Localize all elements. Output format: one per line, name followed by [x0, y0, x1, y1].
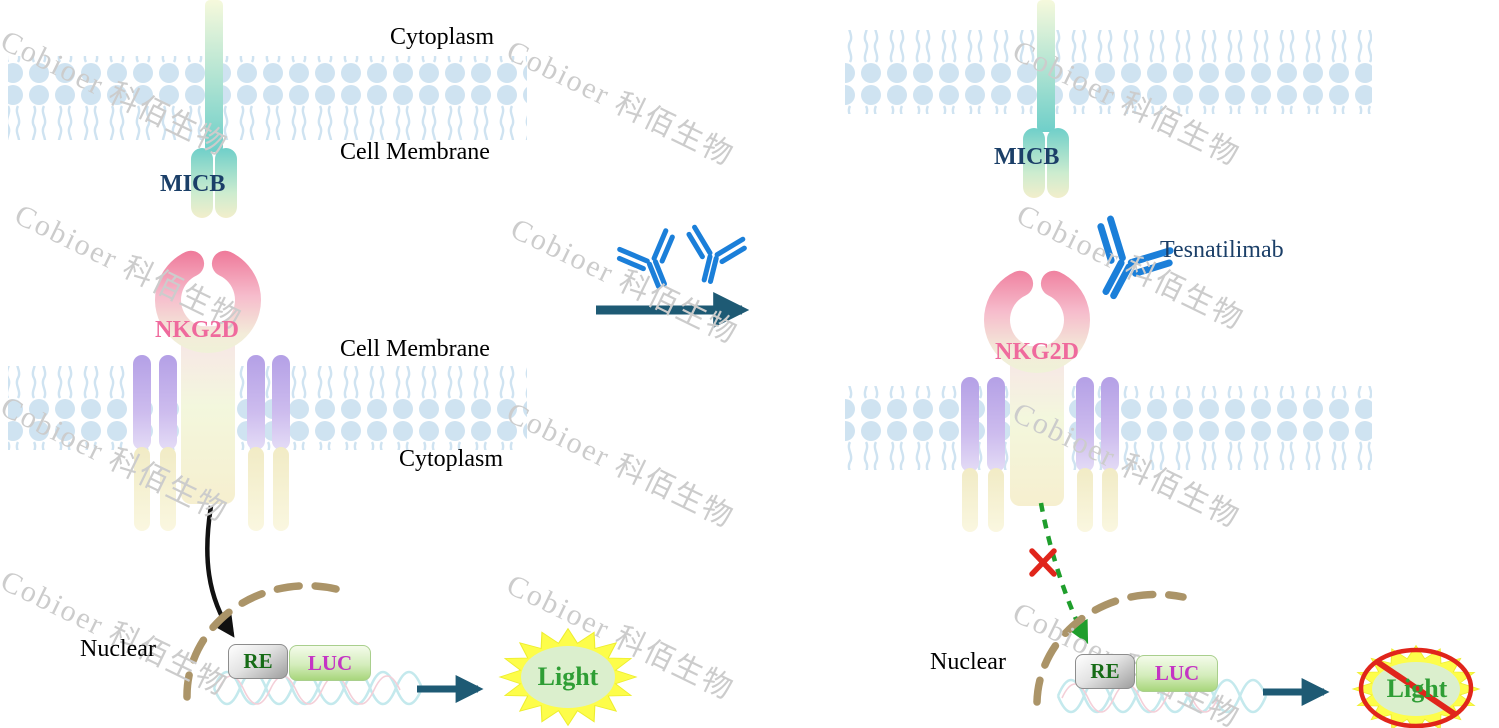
nkg2d-receptor: [133, 250, 290, 531]
intracellular-tail: [988, 468, 1004, 532]
intracellular-tail: [962, 468, 978, 532]
intracellular-tail: [160, 447, 176, 531]
cytoplasm-top-label: Cytoplasm: [390, 24, 495, 50]
receptor-cup: [155, 250, 261, 353]
transmembrane-helix: [1101, 377, 1119, 472]
transmembrane-helix: [961, 377, 979, 472]
antibody-icon: [679, 226, 746, 287]
transmembrane-helix: [272, 355, 290, 450]
cell-membrane-top-left: [8, 56, 527, 140]
micb-ligand: [1023, 0, 1069, 198]
cell-membrane-top-right: [845, 30, 1372, 114]
tesnatilimab-label: Tesnatilimab: [1160, 237, 1284, 263]
light-label: Light: [1386, 674, 1448, 703]
intracellular-tail: [1102, 468, 1118, 532]
signal-arrow: [205, 505, 235, 638]
nkg2d-label: NKG2D: [995, 339, 1079, 365]
luc-box: LUC: [289, 645, 371, 681]
micb-label: MICB: [160, 171, 226, 197]
tesnatilimab-antibody-icon: [1075, 217, 1175, 312]
nkg2d-label: NKG2D: [155, 317, 239, 343]
light-label: Light: [537, 662, 599, 691]
blocked-x-icon: [1029, 548, 1057, 577]
cell-membrane-bottom-left: [8, 366, 527, 450]
transmembrane-helix: [987, 377, 1005, 472]
micb-label: MICB: [994, 144, 1060, 170]
intracellular-tail: [273, 447, 289, 531]
intracellular-tail: [134, 447, 150, 531]
antibody-icon: [616, 229, 687, 296]
cell-membrane-top-label: Cell Membrane: [340, 139, 490, 165]
nuclear-membrane-arc: [1033, 590, 1187, 706]
cytoplasm-bottom-label: Cytoplasm: [399, 446, 504, 472]
light-starburst: [499, 628, 637, 726]
transmembrane-helix: [159, 355, 177, 450]
receptor-cup: [984, 270, 1090, 373]
re-box: RE: [1075, 654, 1135, 689]
blocked-signal-arrow: [1038, 502, 1089, 644]
nuclear-label: Nuclear: [80, 636, 156, 662]
re-box: RE: [228, 644, 288, 679]
transmembrane-helix: [247, 355, 265, 450]
transmembrane-helix: [1076, 377, 1094, 472]
nkg2d-receptor: [961, 270, 1119, 532]
transmembrane-helix: [133, 355, 151, 450]
cell-membrane-bottom-label: Cell Membrane: [340, 336, 490, 362]
nuclear-label: Nuclear: [930, 649, 1006, 675]
prohibition-sign: [1358, 647, 1474, 728]
intracellular-tail: [248, 447, 264, 531]
micb-ligand: [191, 0, 237, 218]
intracellular-tail: [1077, 468, 1093, 532]
receptor-stalk: [1010, 346, 1064, 506]
luc-box: LUC: [1136, 655, 1218, 692]
receptor-stalk: [181, 326, 235, 504]
